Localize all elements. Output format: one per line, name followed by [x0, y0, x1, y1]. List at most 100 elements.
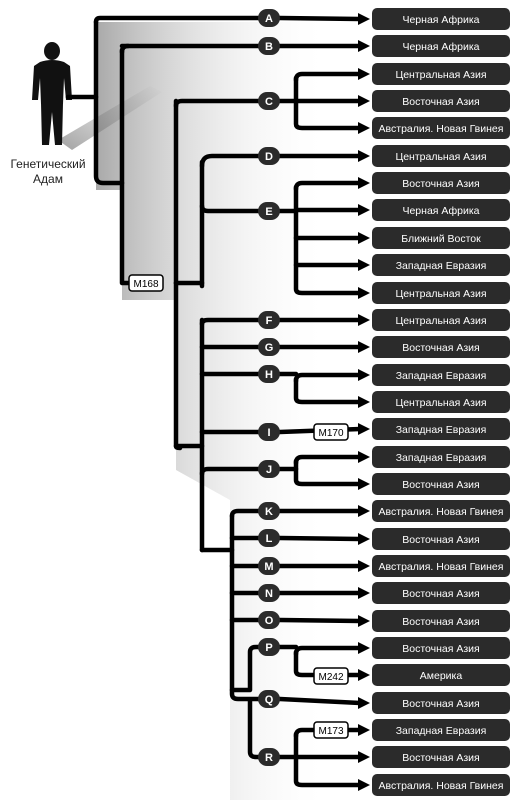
- region-label: Австралия. Новая Гвинея: [379, 561, 504, 573]
- haplogroup-label: A: [265, 13, 273, 25]
- region-label: Австралия. Новая Гвинея: [379, 780, 504, 792]
- mutation-marker: M173: [313, 721, 349, 739]
- region-box: Центральная Азия: [372, 145, 510, 167]
- region-label: Западная Евразия: [396, 725, 487, 737]
- haplogroup-badge: E: [258, 202, 280, 220]
- region-label: Восточная Азия: [402, 698, 479, 710]
- region-box: Восточная Азия: [372, 746, 510, 768]
- region-label: Центральная Азия: [395, 315, 486, 327]
- mutation-marker-label: M170: [318, 428, 343, 439]
- region-label: Восточная Азия: [402, 534, 479, 546]
- region-box: Черная Африка: [372, 35, 510, 57]
- human-silhouette-icon: [32, 42, 162, 150]
- region-box: Западная Евразия: [372, 418, 510, 440]
- region-label: Восточная Азия: [402, 616, 479, 628]
- haplogroup-label: N: [265, 588, 273, 600]
- haplogroup-badge: N: [258, 584, 280, 602]
- haplogroup-badge: A: [258, 9, 280, 27]
- region-box: Восточная Азия: [372, 692, 510, 714]
- region-box: Западная Евразия: [372, 446, 510, 468]
- haplogroup-badge: B: [258, 37, 280, 55]
- region-label: Америка: [420, 670, 463, 682]
- region-box: Австралия. Новая Гвинея: [372, 117, 510, 139]
- region-box: Черная Африка: [372, 8, 510, 30]
- haplogroup-badge: F: [258, 311, 280, 329]
- region-box: Западная Евразия: [372, 719, 510, 741]
- haplogroup-badge: K: [258, 502, 280, 520]
- haplogroup-label: I: [267, 427, 270, 439]
- mutation-marker: M168: [128, 274, 164, 292]
- region-box: Восточная Азия: [372, 336, 510, 358]
- haplogroup-label: R: [265, 752, 273, 764]
- region-box: Ближний Восток: [372, 227, 510, 249]
- region-box: Восточная Азия: [372, 473, 510, 495]
- region-label: Центральная Азия: [395, 69, 486, 81]
- region-box: Черная Африка: [372, 199, 510, 221]
- region-label: Восточная Азия: [402, 479, 479, 491]
- region-box: Австралия. Новая Гвинея: [372, 774, 510, 796]
- region-label: Восточная Азия: [402, 178, 479, 190]
- region-label: Западная Евразия: [396, 424, 487, 436]
- haplogroup-label: P: [265, 642, 272, 654]
- haplogroup-label: F: [266, 315, 273, 327]
- haplogroup-badge: L: [258, 529, 280, 547]
- mutation-marker: M242: [313, 667, 349, 685]
- region-box: Западная Евразия: [372, 254, 510, 276]
- genetic-adam-label: Генетический Адам: [0, 157, 96, 187]
- haplogroup-label: K: [265, 506, 273, 518]
- haplogroup-badge: P: [258, 638, 280, 656]
- region-label: Центральная Азия: [395, 151, 486, 163]
- region-box: Центральная Азия: [372, 309, 510, 331]
- region-label: Западная Евразия: [396, 452, 487, 464]
- haplogroup-label: Q: [265, 694, 274, 706]
- mutation-marker: M170: [313, 423, 349, 441]
- haplogroup-label: G: [265, 342, 274, 354]
- region-box: Восточная Азия: [372, 582, 510, 604]
- genetic-adam-label-line2: Адам: [33, 172, 63, 186]
- region-box: Восточная Азия: [372, 610, 510, 632]
- mutation-marker-label: M173: [318, 726, 343, 737]
- genetic-adam-label-line1: Генетический: [10, 157, 86, 171]
- region-box: Центральная Азия: [372, 282, 510, 304]
- haplogroup-badge: I: [258, 423, 280, 441]
- haplogroup-label: B: [265, 41, 273, 53]
- mutation-marker-label: M242: [318, 672, 343, 683]
- haplogroup-badge: J: [258, 460, 280, 478]
- region-box: Восточная Азия: [372, 637, 510, 659]
- haplogroup-label: D: [265, 151, 273, 163]
- haplogroup-label: O: [265, 615, 274, 627]
- mutation-marker-label: M168: [133, 279, 158, 290]
- haplogroup-label: J: [266, 464, 272, 476]
- haplogroup-badges: A B C D E F G H I J K L M N O P Q R: [258, 9, 280, 766]
- haplogroup-badge: M: [258, 557, 280, 575]
- region-label: Восточная Азия: [402, 342, 479, 354]
- haplogroup-badge: O: [258, 611, 280, 629]
- region-box: Восточная Азия: [372, 528, 510, 550]
- haplogroup-badge: D: [258, 147, 280, 165]
- region-box: Центральная Азия: [372, 63, 510, 85]
- region-label: Австралия. Новая Гвинея: [379, 506, 504, 518]
- region-label: Восточная Азия: [402, 752, 479, 764]
- haplogroup-label: C: [265, 96, 273, 108]
- region-label: Западная Евразия: [396, 260, 487, 272]
- haplogroup-label: M: [264, 561, 273, 573]
- region-label: Центральная Азия: [395, 397, 486, 409]
- haplogroup-badge: G: [258, 338, 280, 356]
- region-box: Австралия. Новая Гвинея: [372, 500, 510, 522]
- region-label: Австралия. Новая Гвинея: [379, 123, 504, 135]
- haplogroup-label: H: [265, 369, 273, 381]
- haplogroup-badge: C: [258, 92, 280, 110]
- region-label: Ближний Восток: [401, 233, 481, 245]
- haplogroup-label: L: [266, 533, 273, 545]
- background-shading: [96, 22, 330, 800]
- region-box: Восточная Азия: [372, 90, 510, 112]
- region-label: Западная Евразия: [396, 370, 487, 382]
- region-label: Восточная Азия: [402, 588, 479, 600]
- haplogroup-badge: H: [258, 365, 280, 383]
- haplogroup-badge: R: [258, 748, 280, 766]
- tree-branches: [65, 13, 370, 791]
